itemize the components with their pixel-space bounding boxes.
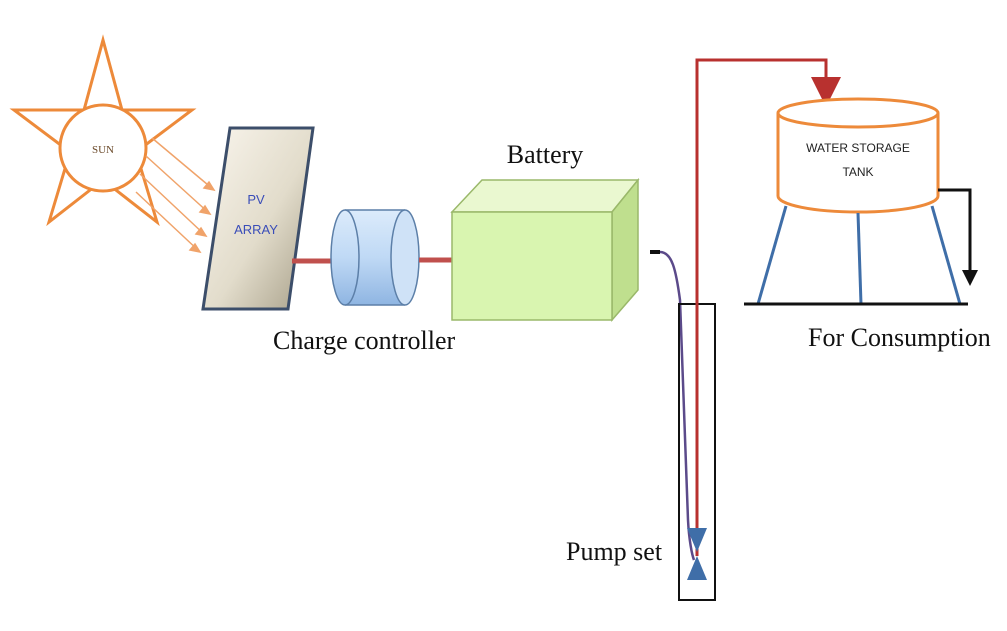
pv-array: PV ARRAY: [201, 126, 315, 311]
battery-front: [451, 211, 613, 321]
charge-controller-label: Charge controller: [273, 326, 456, 355]
water-pipe: [695, 58, 841, 556]
sun: SUN: [9, 34, 197, 227]
sun-rays: [135, 137, 216, 254]
pv-panel: [201, 126, 315, 311]
water-tank: WATER STORAGE TANK: [776, 97, 940, 214]
outlet-arrow-icon: [962, 270, 978, 286]
sun-circle: [58, 103, 148, 193]
battery-label: Battery: [507, 140, 584, 169]
wire-battery-pump: [659, 250, 696, 561]
pump: [687, 528, 707, 580]
consumption-label: For Consumption: [808, 323, 991, 352]
pump-label: Pump set: [566, 537, 663, 566]
pv-label-line1: PV: [247, 192, 265, 207]
tank-top: [776, 97, 940, 129]
pump-icon-top: [687, 528, 707, 552]
battery: [450, 177, 640, 323]
charge-controller: [330, 209, 420, 306]
tank-stand: [756, 205, 962, 305]
controller-left-end: [330, 209, 360, 306]
outlet-pipe: [938, 188, 978, 286]
tank-label-line1: WATER STORAGE: [806, 141, 910, 155]
controller-right-end: [390, 209, 420, 306]
tank-bottom: [776, 195, 940, 214]
sun-label: SUN: [92, 144, 114, 156]
pv-label-line2: ARRAY: [234, 222, 278, 237]
pump-icon-bottom: [687, 556, 707, 580]
tank-label-line2: TANK: [842, 165, 873, 179]
battery-top: [450, 179, 640, 213]
